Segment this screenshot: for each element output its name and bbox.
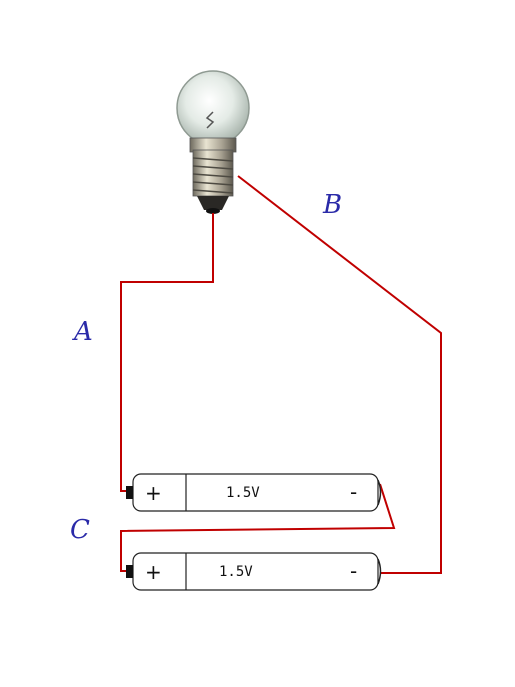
battery-2-minus: - — [350, 559, 357, 583]
battery-2-body — [132, 552, 379, 591]
battery-2-end-cap — [377, 558, 382, 585]
battery-1-terminal — [126, 486, 133, 499]
wire-c — [120, 483, 396, 572]
battery-2-voltage: 1.5V — [219, 564, 253, 580]
bulb-threads — [192, 157, 234, 194]
battery-2: + 1.5V - — [126, 552, 382, 591]
bulb-glass — [176, 70, 250, 146]
battery-2-terminal — [126, 565, 133, 578]
light-bulb — [176, 70, 250, 214]
bulb-screw-base — [192, 149, 234, 197]
battery-1: + 1.5V - — [126, 473, 382, 512]
wire-c-label: C — [70, 515, 90, 545]
bulb-contact — [206, 208, 220, 214]
battery-1-end-cap — [377, 479, 382, 506]
wire-a-label: A — [72, 317, 93, 347]
battery-2-plus: + — [145, 560, 162, 584]
battery-1-plus: + — [145, 481, 162, 505]
wires — [120, 175, 442, 574]
bulb-base-tip — [197, 196, 229, 210]
battery-1-minus: - — [350, 480, 357, 504]
wire-b-label: B — [322, 190, 342, 220]
battery-1-voltage: 1.5V — [226, 485, 260, 501]
bulb-filament — [205, 111, 215, 129]
wire-a — [120, 213, 214, 492]
wire-b — [237, 175, 442, 574]
